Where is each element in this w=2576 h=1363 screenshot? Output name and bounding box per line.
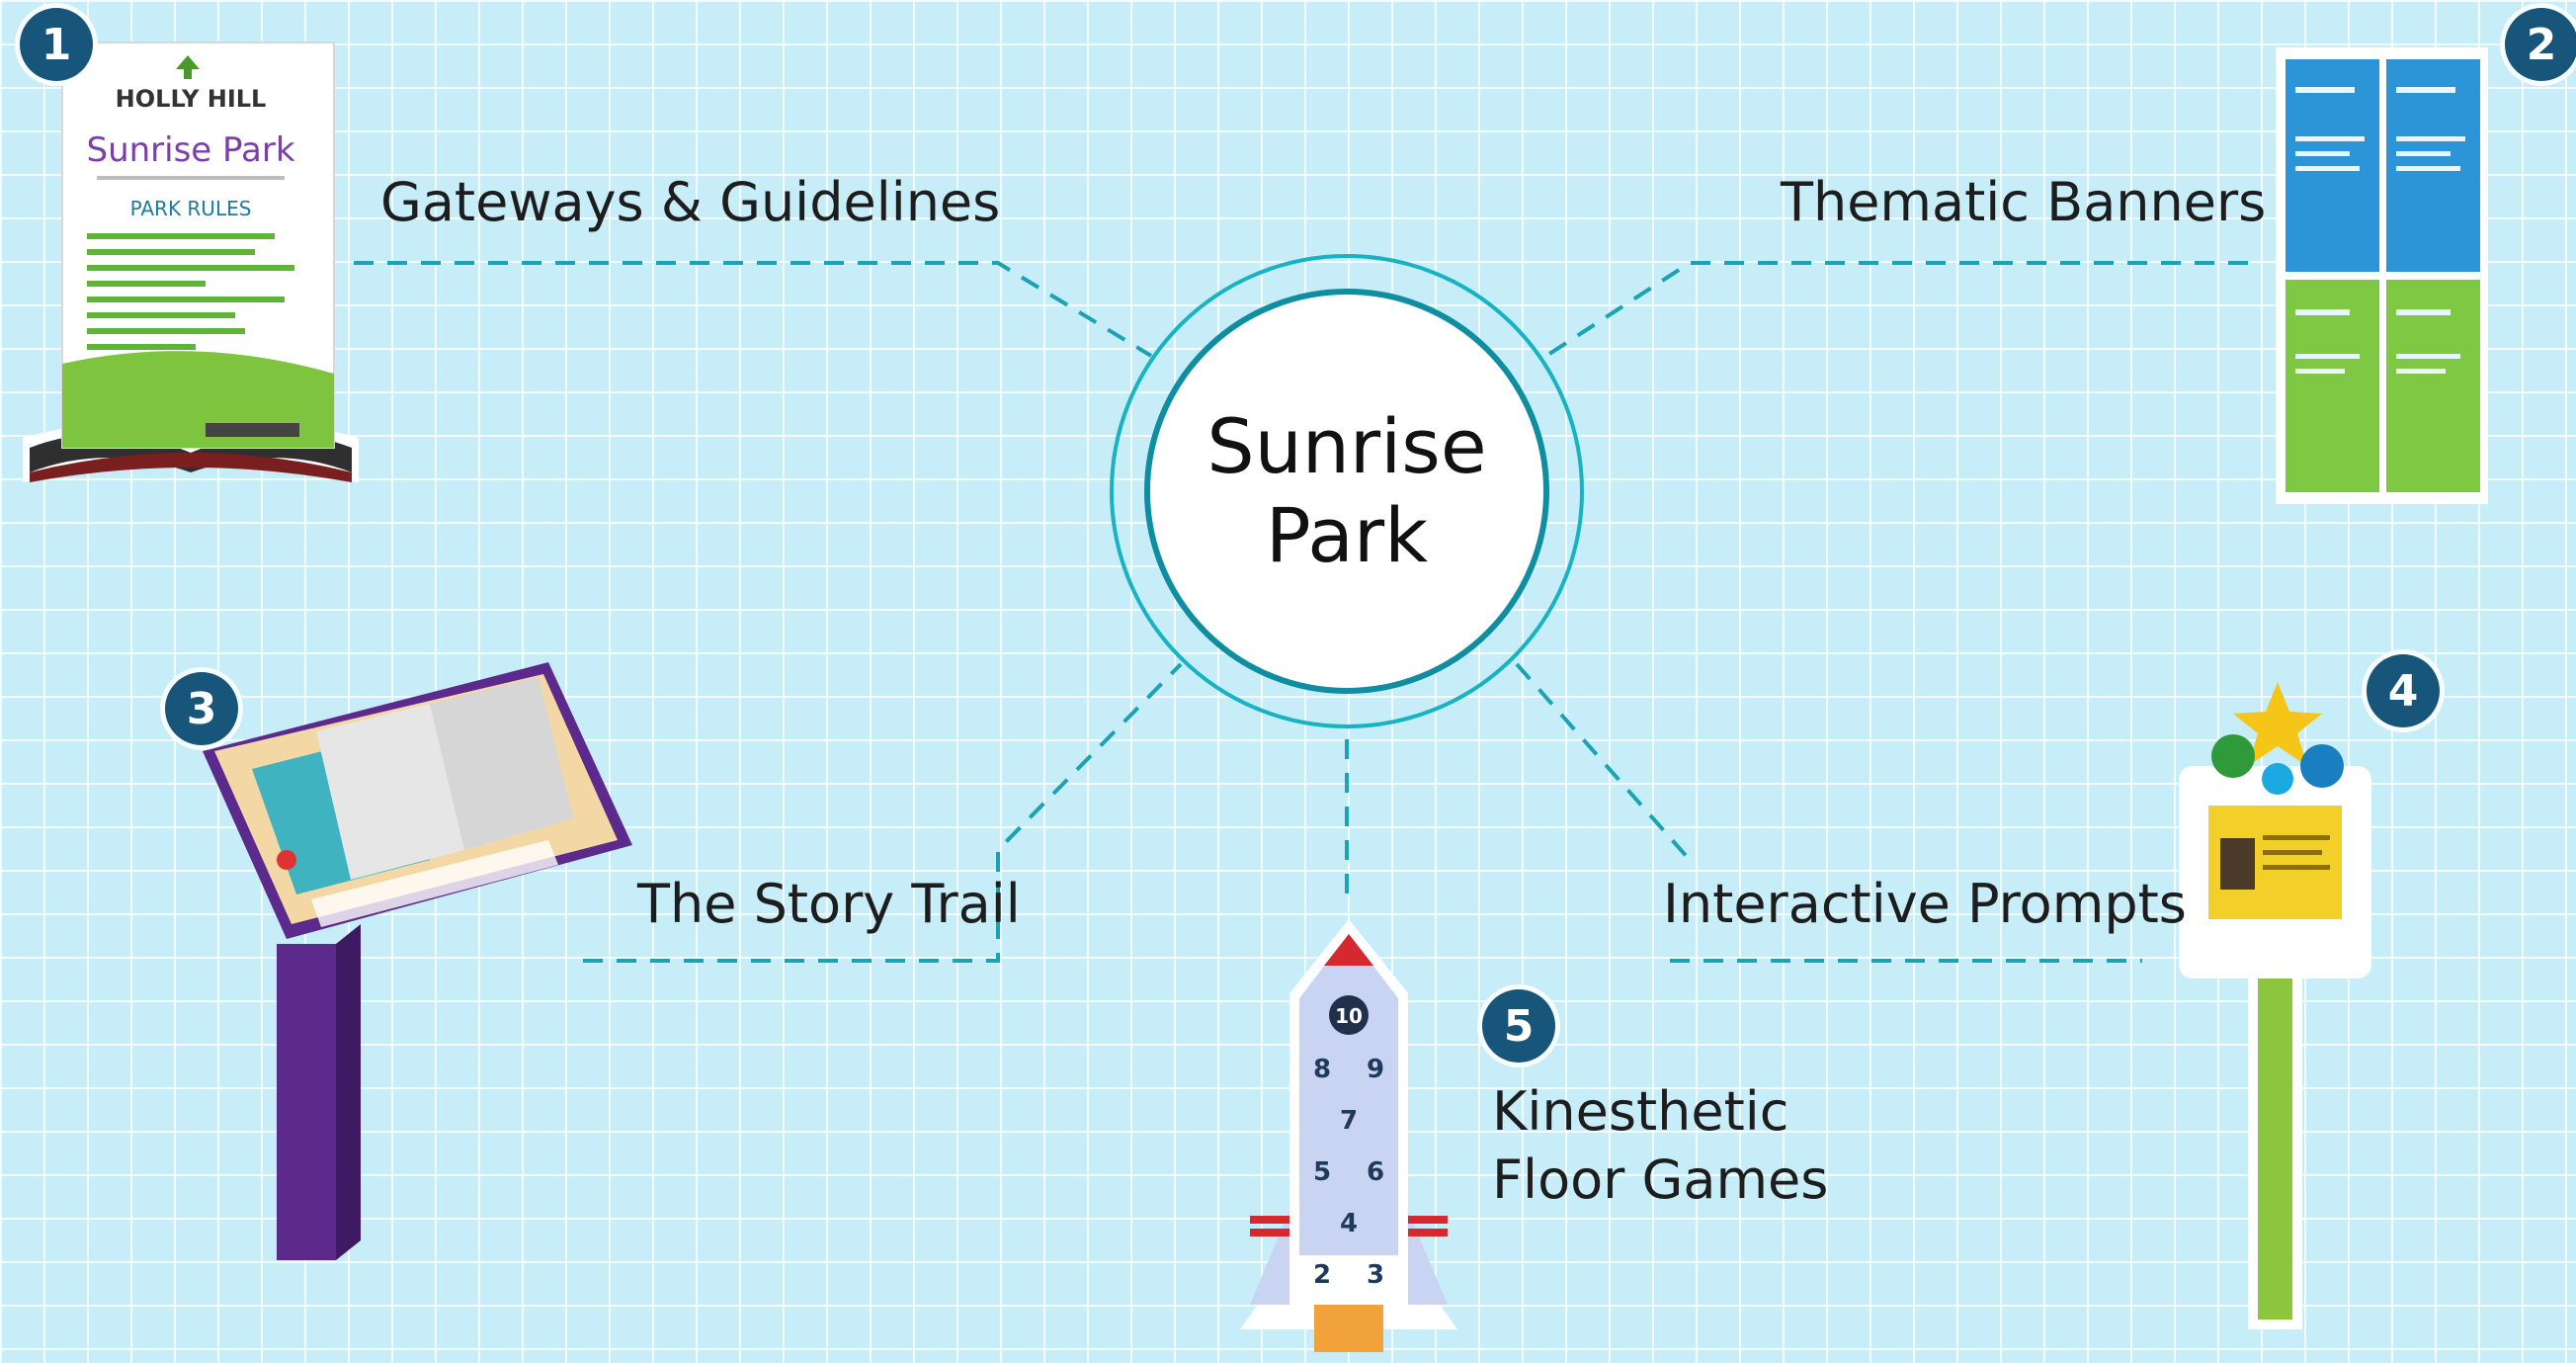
book-title: Sunrise Park (86, 130, 294, 170)
story-trail-sign-illustration (203, 662, 632, 1260)
rocket-square-7: 7 (1340, 1106, 1358, 1136)
node-4-badge: 4 (2367, 654, 2440, 727)
connector-4b (1515, 662, 1692, 862)
park-rules-book-illustration: HOLLY HILL Sunrise Park PARK RULES (23, 42, 359, 482)
rocket-square-5: 5 (1313, 1157, 1331, 1187)
node-5-label-line1: Kinesthetic (1492, 1080, 1789, 1143)
node-5-label-line2: Floor Games (1492, 1149, 1829, 1212)
hub-title-line1: Sunrise (1206, 402, 1487, 491)
hub-title-line2: Park (1265, 491, 1429, 579)
node-5-badge: 5 (1482, 989, 1555, 1063)
hub-center: Sunrise Park (1144, 289, 1549, 694)
connector-3 (583, 662, 1183, 963)
rocket-hopscotch-illustration: 10 8 9 7 5 6 4 2 3 (1240, 919, 1457, 1352)
book-brand: HOLLY HILL (116, 85, 267, 113)
node-1-label: Gateways & Guidelines (380, 171, 1001, 233)
interactive-prompt-sign-illustration (2179, 682, 2371, 1329)
node-3-label: The Story Trail (637, 873, 1021, 935)
connector-1 (354, 261, 1153, 358)
node-1-badge: 1 (20, 8, 93, 81)
rocket-square-4: 4 (1340, 1209, 1358, 1238)
rocket-square-3: 3 (1367, 1260, 1384, 1290)
rocket-square-9: 9 (1367, 1055, 1384, 1084)
hub-outer-ring (1110, 254, 1584, 728)
node-2-badge: 2 (2505, 8, 2576, 81)
rocket-top-number: 10 (1335, 1004, 1363, 1028)
node-2-label: Thematic Banners (1781, 171, 2267, 233)
connector-2 (1544, 261, 2248, 358)
rocket-square-8: 8 (1313, 1055, 1331, 1084)
rocket-square-2: 2 (1313, 1260, 1331, 1290)
node-5-label: Kinesthetic Floor Games (1492, 1077, 1828, 1214)
rocket-square-6: 6 (1367, 1157, 1384, 1187)
node-4-label: Interactive Prompts (1663, 873, 2187, 935)
node-3-badge: 3 (165, 672, 238, 745)
thematic-banners-illustration (2276, 47, 2488, 504)
book-rules-heading: PARK RULES (130, 197, 252, 220)
